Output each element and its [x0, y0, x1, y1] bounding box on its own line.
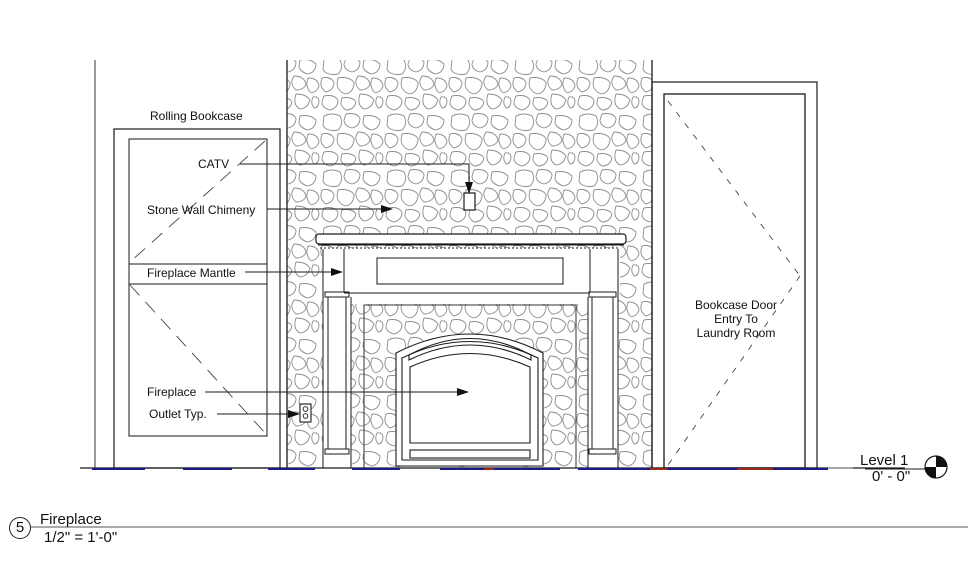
- bookcase-door-label-line-3: Laundry Room: [696, 326, 776, 340]
- rolling-bookcase: [113, 128, 281, 469]
- view-title: Fireplace: [40, 511, 102, 528]
- bookcase-door-label-line-1: Bookcase Door: [694, 298, 778, 312]
- level-line: [80, 467, 930, 470]
- level-target-icon: [924, 455, 948, 479]
- rolling-bookcase-label: Rolling Bookcase: [150, 109, 243, 123]
- annotation-fireplace: Fireplace: [147, 385, 197, 399]
- annotation-catv: CATV: [198, 157, 230, 171]
- bookcase-door: [651, 81, 818, 469]
- annotation-fireplace-mantle: Fireplace Mantle: [147, 266, 236, 280]
- view-scale: 1/2" = 1'-0": [44, 529, 118, 546]
- catv-outlet-icon: [463, 192, 476, 211]
- bookcase-door-label-line-2: Entry To: [714, 312, 758, 326]
- view-number-bubble: 5: [9, 517, 31, 539]
- level-name: Level 1: [860, 452, 909, 469]
- electrical-outlet-icon: [299, 403, 312, 423]
- annotation-stone-wall-chimeny: Stone Wall Chimeny: [147, 203, 256, 217]
- fireplace-mantle: [315, 233, 627, 469]
- leader-lines: [205, 163, 473, 418]
- annotation-outlet-typ: Outlet Typ.: [149, 407, 207, 421]
- bookcase-door-label: Bookcase Door Entry To Laundry Room: [686, 298, 786, 340]
- fireplace-insert: [395, 333, 544, 467]
- level-elevation: 0' - 0": [872, 468, 911, 485]
